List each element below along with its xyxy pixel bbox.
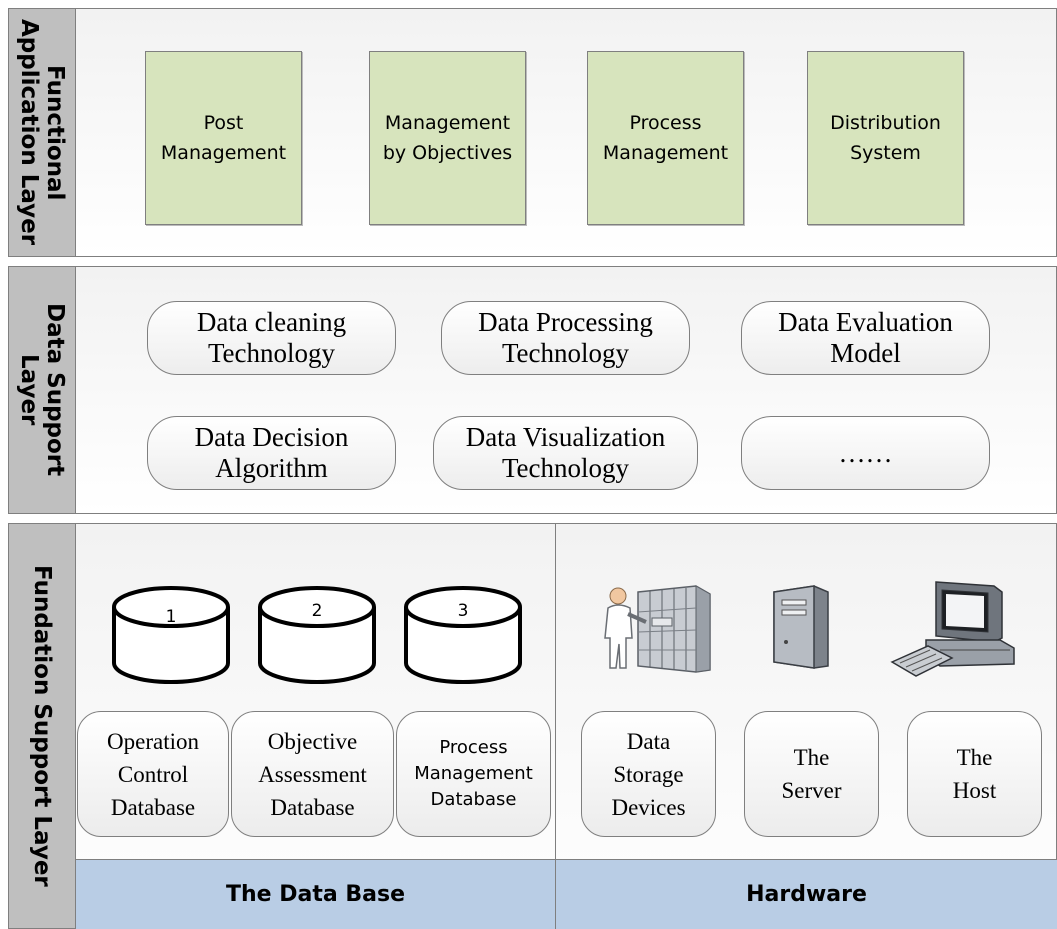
functional-layer-label: Functional Application Layer (16, 19, 68, 246)
server-tower-icon-svg (773, 585, 829, 669)
data-storage-devices: Data Storage Devices (581, 711, 716, 837)
database-cylinder-3: 3 (402, 585, 524, 685)
operation-control-database: Operation Control Database (77, 711, 229, 837)
management-by-objectives-box: Management by Objectives (369, 51, 526, 225)
data-decision-algorithm: Data Decision Algorithm (147, 416, 396, 490)
foundation-layer-label-cell: Fundation Support Layer (9, 524, 76, 928)
data-support-layer-label-cell: Data Support Layer (9, 267, 76, 513)
desktop-computer-icon (890, 578, 1016, 680)
post-management-box: Post Management (145, 51, 302, 225)
database-cylinder-1: 1 (110, 585, 232, 685)
distribution-system-box: Distribution System (807, 51, 964, 225)
database-number-1: 1 (165, 607, 177, 627)
data-cleaning-technology: Data cleaning Technology (147, 301, 396, 375)
the-server: The Server (744, 711, 879, 837)
foundation-layer-label: Fundation Support Layer (29, 565, 55, 887)
functional-layer-label-cell: Functional Application Layer (9, 9, 76, 256)
desktop-computer-icon-svg (890, 581, 1015, 677)
server-tower-icon (770, 580, 832, 670)
database-cylinder-2: 2 (256, 585, 378, 685)
database-cylinder-icon (112, 586, 230, 684)
database-number-2: 2 (311, 601, 323, 621)
database-number-3: 3 (457, 601, 469, 621)
process-management-box: Process Management (587, 51, 744, 225)
section-divider (555, 524, 556, 928)
data-support-layer: Data Support Layer Data cleaning Technol… (8, 266, 1057, 514)
hardware-section-bar: Hardware (555, 859, 1057, 929)
objective-assessment-database: Objective Assessment Database (231, 711, 394, 837)
data-processing-technology: Data Processing Technology (441, 301, 690, 375)
database-cylinder-icon (258, 586, 376, 684)
data-visualization-technology: Data Visualization Technology (433, 416, 698, 490)
database-cylinder-icon (404, 586, 522, 684)
storage-operator-icon (600, 582, 712, 674)
database-section-bar: The Data Base (76, 859, 555, 929)
data-support-layer-label: Data Support Layer (16, 303, 68, 477)
ellipsis-more-item: …… (741, 416, 990, 490)
process-management-database: Process Management Database (396, 711, 551, 837)
the-host: The Host (907, 711, 1042, 837)
data-evaluation-model: Data Evaluation Model (741, 301, 990, 375)
functional-application-layer: Functional Application Layer Post Manage… (8, 8, 1057, 257)
storage-operator-icon-svg (604, 585, 711, 673)
